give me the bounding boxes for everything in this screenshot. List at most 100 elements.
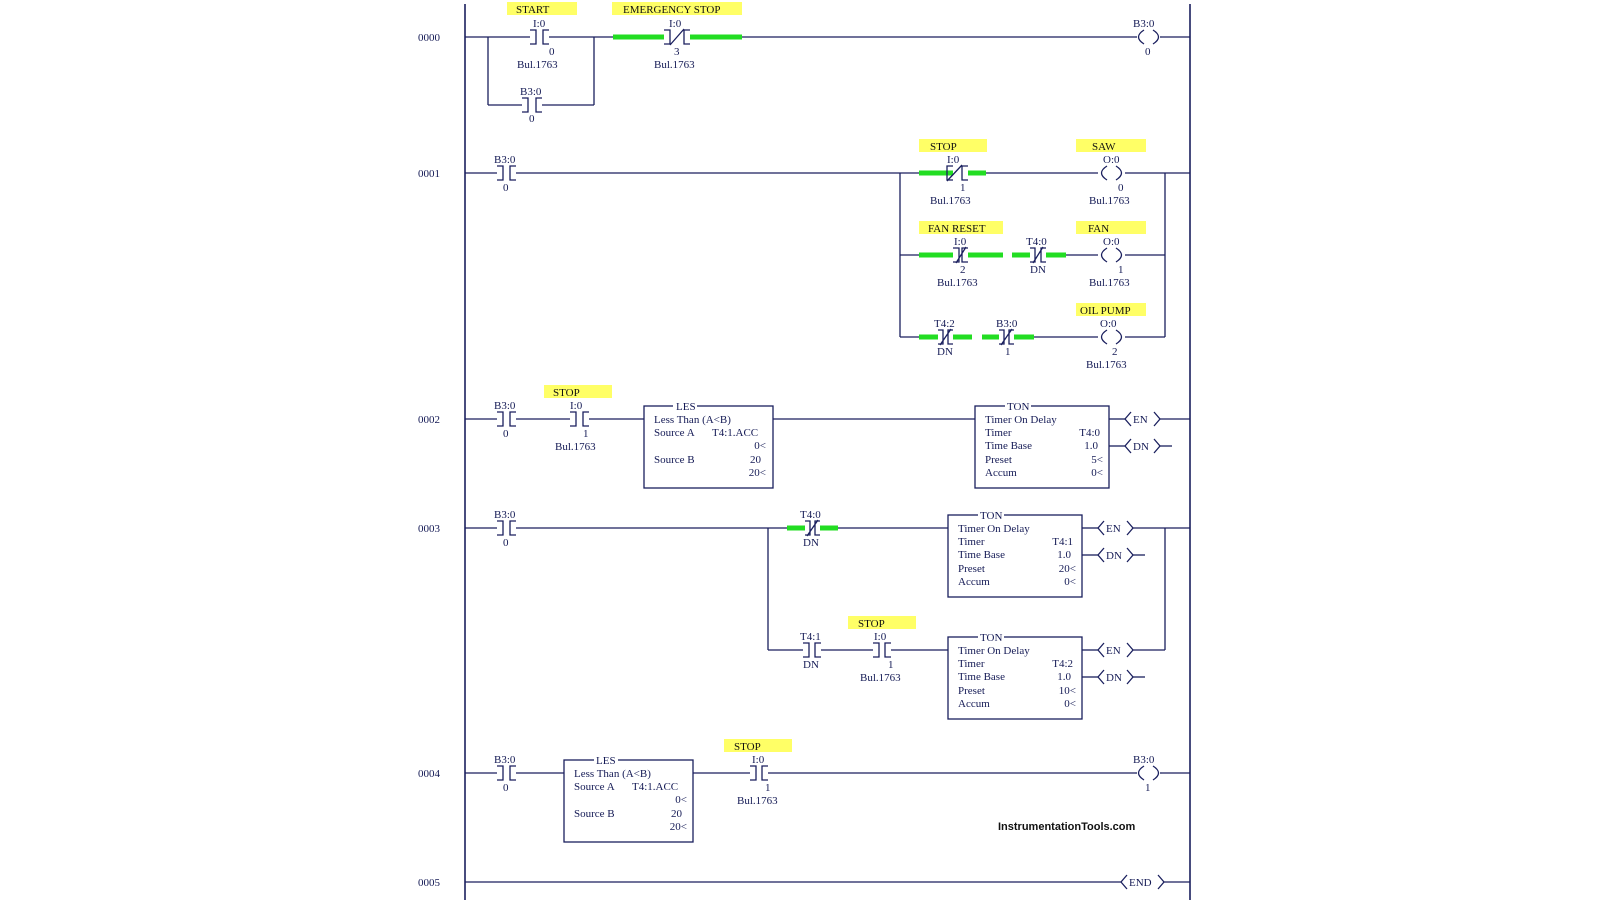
dn-label: DN: [1106, 672, 1122, 684]
end-label: END: [1129, 877, 1152, 889]
b3-0-contact[interactable]: B3:0 0: [494, 154, 516, 194]
coil-bit: 0: [1145, 46, 1151, 58]
nc-contact-symbol: [1030, 246, 1046, 264]
en-label: EN: [1106, 523, 1121, 535]
ton-base-label: Time Base: [958, 671, 1005, 683]
ton-base-value: 1.0: [1084, 440, 1098, 452]
ton-desc: Timer On Delay: [985, 414, 1057, 426]
les-srca-value: T4:1.ACC: [632, 781, 678, 793]
les-srca-label: Source A: [654, 427, 695, 439]
les-srcb-value: 20: [750, 454, 762, 466]
t40-bit: DN: [803, 537, 819, 549]
stop-contact[interactable]: STOP I:0 1 Bul.1763: [848, 616, 916, 684]
dn-label: DN: [1106, 550, 1122, 562]
output-brackets: [1124, 411, 1161, 427]
contact-address: B3:0: [494, 400, 516, 412]
ton-timer-value: T4:1: [1052, 536, 1073, 548]
stop-address: I:0: [752, 754, 765, 766]
nc-contact-symbol: [953, 246, 968, 264]
contact-address: B3:0: [494, 154, 516, 166]
fanreset-address: I:0: [954, 236, 967, 248]
en-label: EN: [1106, 645, 1121, 657]
les-srcb-live: 20<: [749, 467, 766, 479]
saw-bit: 0: [1118, 182, 1124, 194]
en-output[interactable]: EN: [1124, 411, 1161, 427]
t41-bit: DN: [803, 659, 819, 671]
t4-2-dn-contact[interactable]: T4:2 DN: [934, 318, 955, 358]
b31-address: B3:0: [996, 318, 1018, 330]
rung-number: 0005: [418, 877, 441, 889]
les-instruction[interactable]: LES Less Than (A<B) Source A T4:1.ACC 0<…: [643, 400, 774, 489]
t4-1-dn-contact[interactable]: T4:1 DN: [800, 631, 821, 671]
ton-preset-value: 5<: [1091, 454, 1103, 466]
les-instruction[interactable]: LES Less Than (A<B) Source A T4:1.ACC 0<…: [563, 754, 694, 843]
t4-0-dn-contact[interactable]: T4:0 DN: [800, 509, 821, 549]
ton-instruction-t4-2[interactable]: TON Timer On Delay Timer T4:2 Time Base …: [947, 631, 1083, 720]
stop-module: Bul.1763: [860, 672, 901, 684]
fan-output-coil[interactable]: FAN O:0 1 Bul.1763: [1076, 221, 1146, 289]
b3-0-contact[interactable]: B3:0 0: [494, 400, 516, 440]
ton-instruction-t4-1[interactable]: TON Timer On Delay Timer T4:1 Time Base …: [947, 509, 1083, 598]
start-contact[interactable]: START I:0 0 Bul.1763: [507, 2, 577, 71]
les-srca-live: 0<: [754, 440, 766, 452]
tag-highlight: [919, 221, 1003, 234]
watermark: InstrumentationTools.com: [998, 821, 1136, 833]
no-contact-symbol: [497, 165, 516, 181]
contact-bit: 0: [503, 782, 509, 794]
stop-tag-label: STOP: [734, 741, 761, 753]
t40-address: T4:0: [1026, 236, 1047, 248]
stop-bit: 1: [960, 182, 966, 194]
contact-bit: 0: [503, 537, 509, 549]
en-output[interactable]: EN: [1097, 642, 1134, 658]
coil-symbol: [1100, 329, 1123, 345]
ton-instruction-t4-0[interactable]: TON Timer On Delay Timer T4:0 Time Base …: [974, 400, 1110, 489]
stop-contact[interactable]: STOP I:0 1 Bul.1763: [724, 739, 792, 807]
dn-output[interactable]: DN: [1124, 438, 1161, 454]
start-bit: 0: [549, 46, 555, 58]
coil-symbol: [1137, 765, 1160, 781]
coil-address: B3:0: [1133, 18, 1155, 30]
stop-bit: 1: [583, 428, 589, 440]
oil-pump-output-coil[interactable]: OIL PUMP O:0 2 Bul.1763: [1076, 303, 1146, 371]
t4-0-dn-contact[interactable]: T4:0 DN: [1026, 236, 1047, 276]
coil-symbol: [1100, 247, 1123, 263]
tag-highlight: [612, 2, 742, 15]
en-output[interactable]: EN: [1097, 520, 1134, 536]
t42-bit: DN: [937, 346, 953, 358]
ton-title: TON: [980, 632, 1002, 644]
les-box: [563, 759, 694, 843]
t42-address: T4:2: [934, 318, 955, 330]
oil-address: O:0: [1100, 318, 1117, 330]
les-srcb-value: 20: [671, 808, 683, 820]
dn-output[interactable]: DN: [1097, 669, 1134, 685]
seal-in-contact[interactable]: B3:0 0: [520, 86, 542, 125]
contact-address: B3:0: [494, 509, 516, 521]
stop-contact[interactable]: STOP I:0 1 Bul.1763: [919, 139, 987, 207]
stop-bit: 1: [888, 659, 894, 671]
b3-0-1-contact[interactable]: B3:0 1: [996, 318, 1018, 358]
start-module: Bul.1763: [517, 59, 558, 71]
emergency-stop-contact[interactable]: EMERGENCY STOP I:0 3 Bul.1763: [612, 2, 742, 71]
dn-output[interactable]: DN: [1097, 547, 1134, 563]
b3-0-contact[interactable]: B3:0 0: [494, 509, 516, 549]
output-coil-b3-0[interactable]: B3:0 0: [1133, 18, 1162, 58]
coil-bit: 1: [1145, 782, 1151, 794]
les-desc: Less Than (A<B): [574, 768, 651, 780]
seal-bit: 0: [529, 113, 535, 125]
output-coil-b3-0-1[interactable]: B3:0 1: [1133, 754, 1162, 794]
ton-timer-value: T4:0: [1079, 427, 1100, 439]
stop-module: Bul.1763: [737, 795, 778, 807]
saw-tag-label: SAW: [1092, 141, 1116, 153]
end-instruction[interactable]: END: [1120, 874, 1165, 890]
output-brackets: [1097, 520, 1134, 536]
estop-module: Bul.1763: [654, 59, 695, 71]
fan-reset-contact[interactable]: FAN RESET I:0 2 Bul.1763: [919, 221, 1003, 289]
les-srca-live: 0<: [675, 794, 687, 806]
b3-0-contact[interactable]: B3:0 0: [494, 754, 516, 794]
no-contact-symbol: [522, 97, 542, 113]
stop-contact[interactable]: STOP I:0 1 Bul.1763: [544, 385, 612, 453]
nc-contact-symbol: [938, 328, 953, 346]
ton-accum-label: Accum: [985, 467, 1017, 479]
saw-output-coil[interactable]: SAW O:0 0 Bul.1763: [1076, 139, 1146, 207]
estop-tag-label: EMERGENCY STOP: [623, 4, 721, 16]
